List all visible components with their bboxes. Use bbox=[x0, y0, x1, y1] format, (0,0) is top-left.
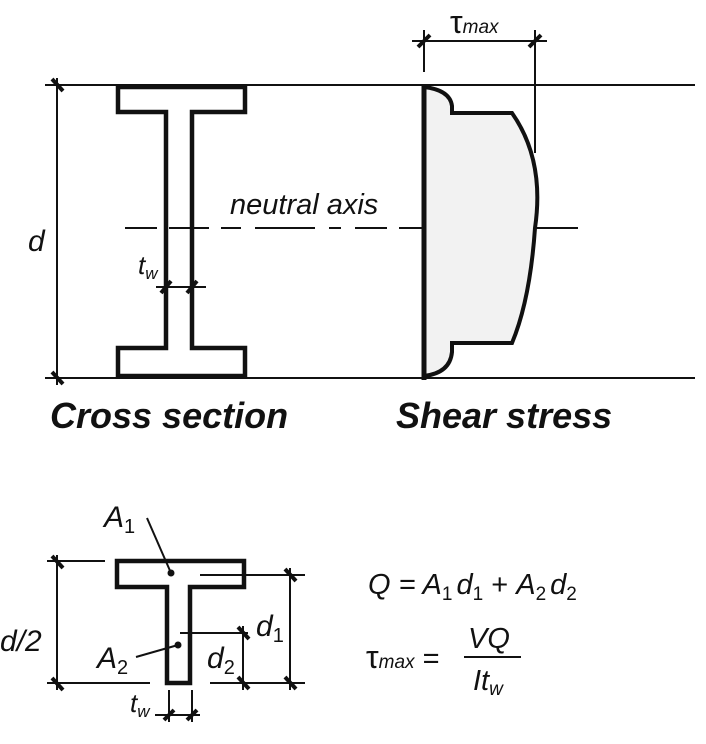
web-thickness-label: tw bbox=[138, 250, 159, 283]
shear-stress-distribution bbox=[422, 84, 540, 379]
i-beam-cross-section bbox=[115, 84, 248, 379]
a2-label: A2 bbox=[95, 642, 128, 679]
d2-label: d2 bbox=[207, 642, 235, 679]
tau-max-formula-lhs: τmax = bbox=[366, 639, 440, 675]
web-thickness-dimension bbox=[156, 279, 206, 295]
neutral-axis-label: neutral axis bbox=[230, 189, 378, 221]
depth-label: d bbox=[28, 225, 46, 258]
d2-dimension bbox=[180, 625, 251, 691]
t-web-thickness-dimension bbox=[155, 690, 200, 722]
half-depth-dimension bbox=[47, 554, 150, 692]
tau-max-dimension bbox=[412, 30, 547, 153]
a2-leader-line bbox=[135, 644, 179, 658]
tau-max-label: τmax bbox=[450, 4, 500, 40]
formula-denominator: Itw bbox=[473, 665, 504, 700]
shear-stress-caption: Shear stress bbox=[396, 395, 612, 436]
a1-leader-line bbox=[146, 517, 172, 574]
depth-dimension bbox=[50, 77, 65, 386]
half-depth-label: d/2 bbox=[0, 625, 42, 658]
t-web-thickness-label: tw bbox=[130, 688, 151, 721]
a1-label: A1 bbox=[102, 501, 135, 538]
d1-dimension bbox=[200, 567, 305, 691]
d1-label: d1 bbox=[256, 610, 284, 647]
cross-section-caption: Cross section bbox=[50, 395, 288, 436]
t-section bbox=[114, 558, 247, 686]
formula-numerator: VQ bbox=[468, 623, 510, 655]
